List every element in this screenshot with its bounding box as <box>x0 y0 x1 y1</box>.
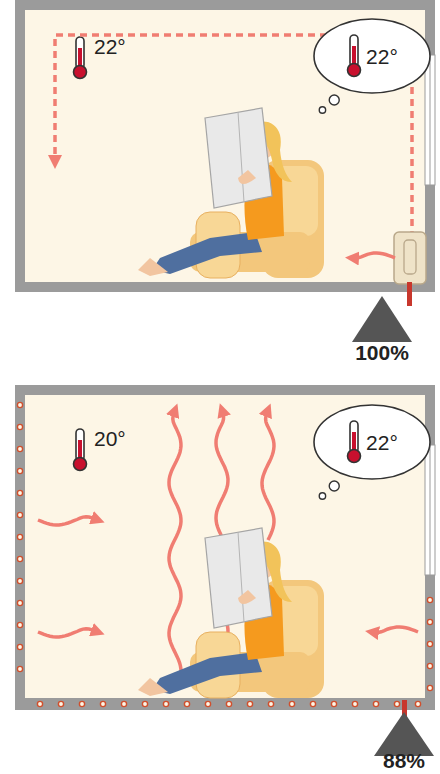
thought-temperature: 22° <box>366 432 398 453</box>
wall <box>15 385 435 710</box>
air-flow <box>55 35 412 238</box>
person-in-chair <box>138 108 324 278</box>
heat-wave <box>262 410 274 540</box>
heat-wave <box>38 517 98 525</box>
thought-bubble: 22° <box>313 18 431 94</box>
heating-pipes <box>17 402 432 706</box>
heat-wave <box>352 253 395 258</box>
thought-bubble: 22° <box>313 404 431 480</box>
heat-wave <box>372 627 418 633</box>
heat-wave <box>169 410 181 690</box>
heat-wave <box>38 629 98 637</box>
energy-triangle <box>352 296 412 342</box>
thermometer-icon <box>346 34 362 78</box>
thermometer <box>74 429 87 471</box>
temperature-label: 22° <box>94 36 126 57</box>
radiator <box>394 232 426 284</box>
person-in-chair <box>138 528 324 698</box>
thermometer <box>74 37 87 79</box>
thermometer-icon <box>346 420 362 464</box>
energy-percent: 88% <box>383 750 425 771</box>
energy-percent: 100% <box>355 342 409 363</box>
thought-temperature: 22° <box>366 46 398 67</box>
temperature-label: 20° <box>94 428 126 449</box>
wall <box>15 0 435 292</box>
